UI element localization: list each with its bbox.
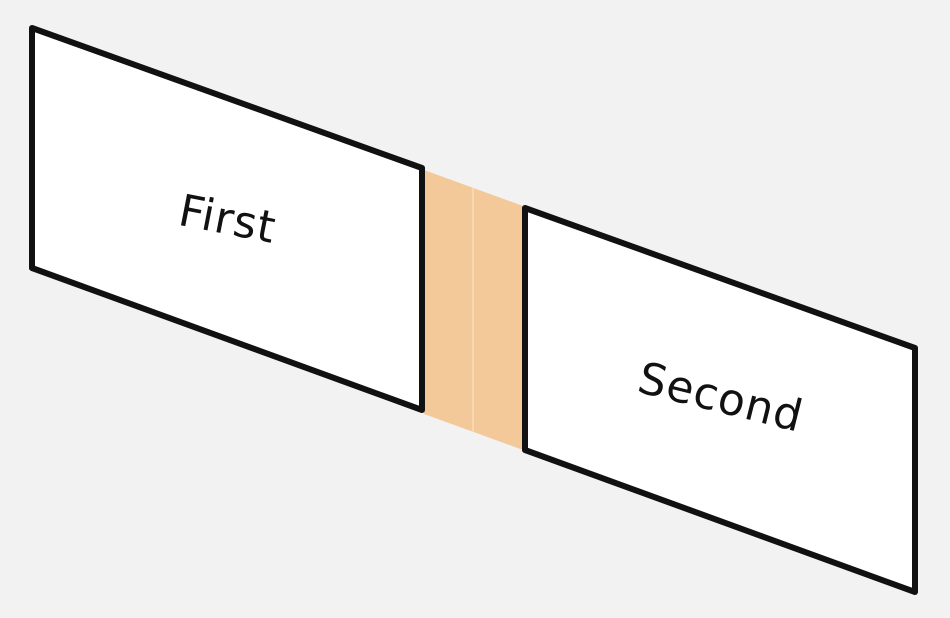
box-first: First [29, 25, 425, 413]
box-second: Second [522, 205, 918, 595]
box-first-face [29, 25, 425, 413]
box-second-face [522, 205, 918, 595]
